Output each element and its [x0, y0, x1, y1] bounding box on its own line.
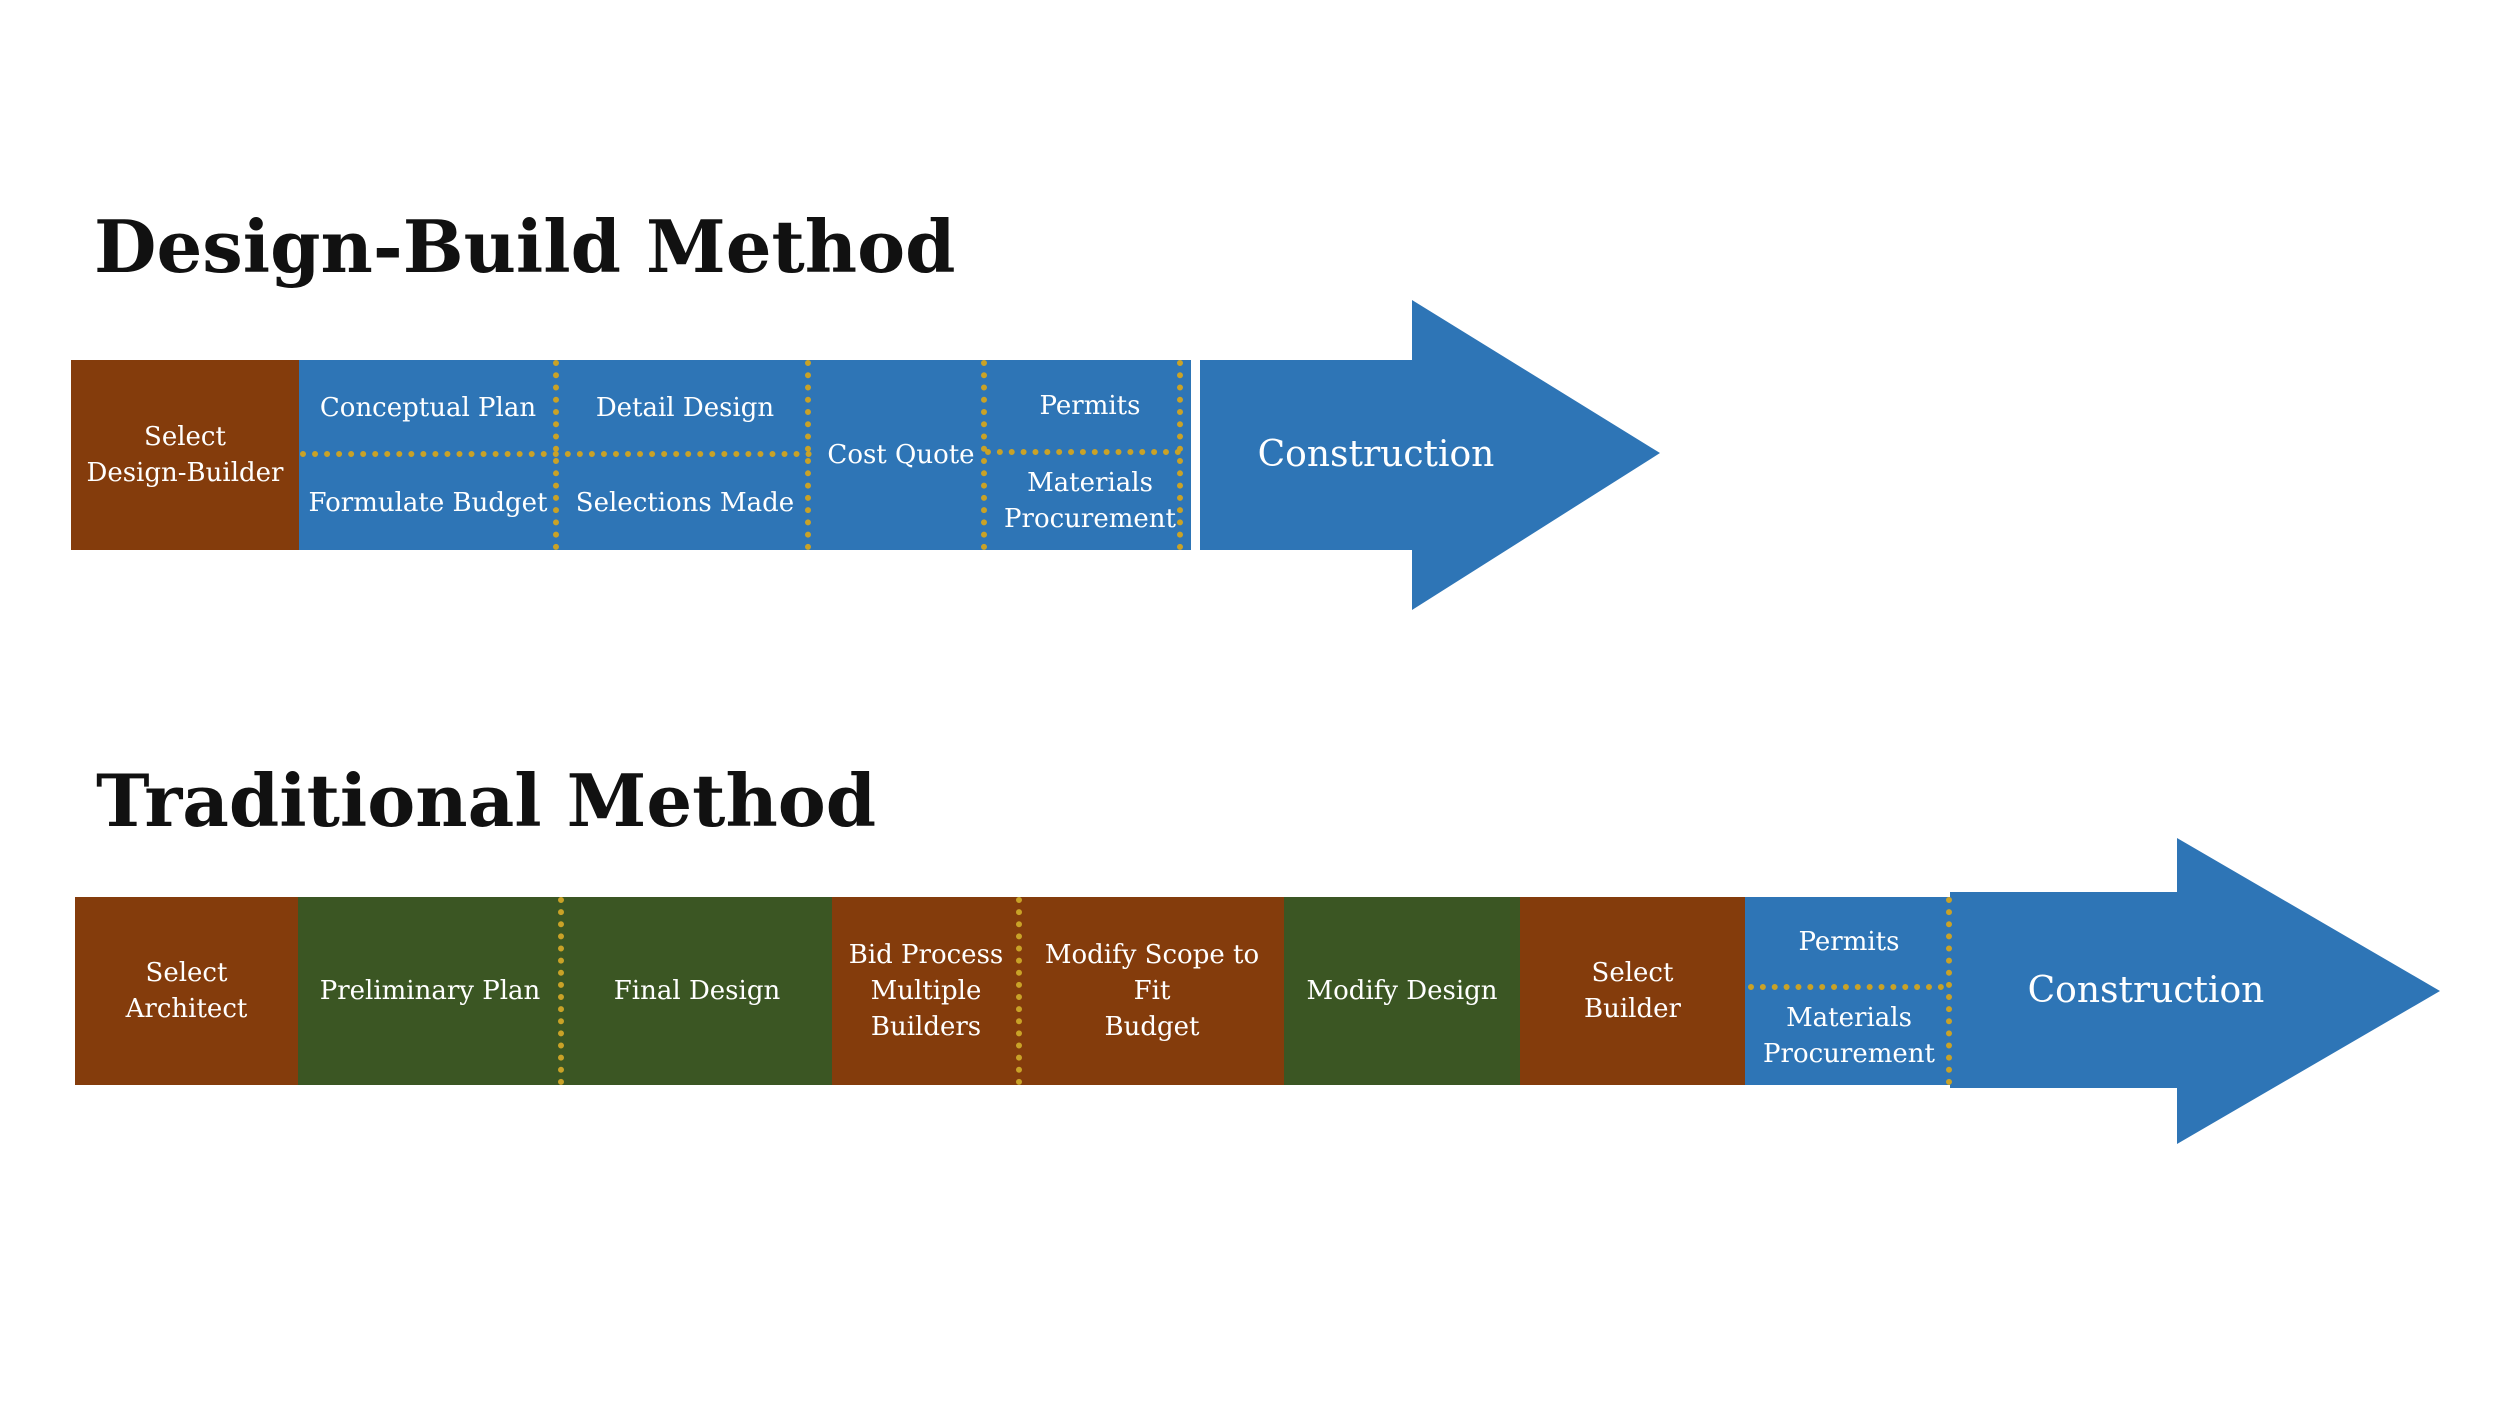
design-build-title: Design-Build Method	[94, 204, 956, 289]
step-construction: Construction	[2027, 970, 2265, 1011]
design-build-arrow-head	[1200, 300, 1660, 610]
step-modify-design: Modify Design	[1284, 897, 1520, 1085]
step-materials-procurement: Materials Procurement	[1745, 987, 1953, 1085]
step-final-design: Final Design	[562, 897, 832, 1085]
step-permits: Permits	[989, 360, 1191, 451]
divider-vertical	[1177, 360, 1183, 550]
step-construction: Construction	[1257, 434, 1495, 475]
step-select-design-builder: Select Design-Builder	[71, 360, 299, 550]
divider-horizontal	[300, 451, 812, 457]
step-materials-procurement: Materials Procurement	[989, 451, 1191, 550]
step-cost-quote: Cost Quote	[813, 360, 989, 550]
step-conceptual-plan: Conceptual Plan	[299, 360, 557, 455]
traditional-arrow-head	[1950, 838, 2440, 1144]
divider-vertical	[1946, 897, 1952, 1085]
step-select-builder: Select Builder	[1520, 897, 1745, 1085]
step-formulate-budget: Formulate Budget	[299, 455, 557, 550]
step-permits: Permits	[1745, 897, 1953, 987]
divider-vertical	[558, 897, 564, 1085]
divider-vertical	[981, 360, 987, 550]
step-modify-scope: Modify Scope to Fit Budget	[1020, 897, 1284, 1085]
step-detail-design: Detail Design	[557, 360, 813, 455]
divider-vertical	[1016, 897, 1022, 1085]
traditional-title: Traditional Method	[96, 758, 877, 843]
divider-horizontal	[985, 449, 1181, 455]
step-select-architect: Select Architect	[75, 897, 298, 1085]
step-selections-made: Selections Made	[557, 455, 813, 550]
step-bid-process: Bid Process Multiple Builders	[832, 897, 1020, 1085]
step-preliminary-plan: Preliminary Plan	[298, 897, 562, 1085]
divider-horizontal	[1748, 984, 1944, 990]
